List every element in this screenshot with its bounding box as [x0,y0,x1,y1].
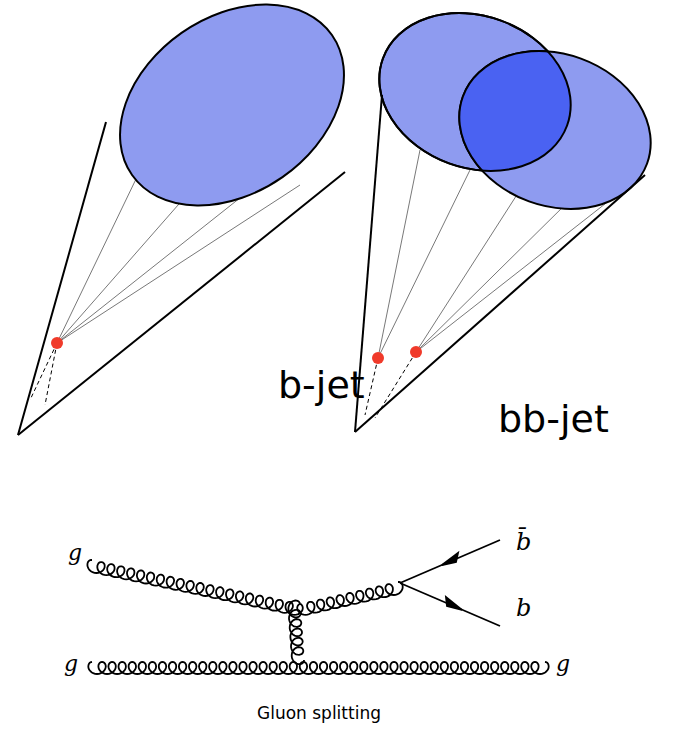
antiquark-line [400,540,500,583]
particle-label: g [64,653,78,675]
b-jet-cone [18,0,382,435]
particle-label: b̄ [516,530,531,554]
gluon-line [88,662,548,674]
jet-label: bb-jet [498,400,609,438]
gluon-line [297,582,403,615]
jet-label: b-jet [278,366,365,404]
particle-label: g [556,653,570,675]
bb-jet-cone [355,0,673,432]
arrowhead [446,597,462,610]
particle-label: b [516,596,531,620]
quark-line [400,583,500,626]
particle-label: g [68,542,82,564]
gluon-line [288,601,304,665]
arrowhead [442,553,458,565]
feynman-diagram [87,540,548,674]
gluon-line [87,560,302,615]
caption-label: Gluon splitting [257,705,381,722]
